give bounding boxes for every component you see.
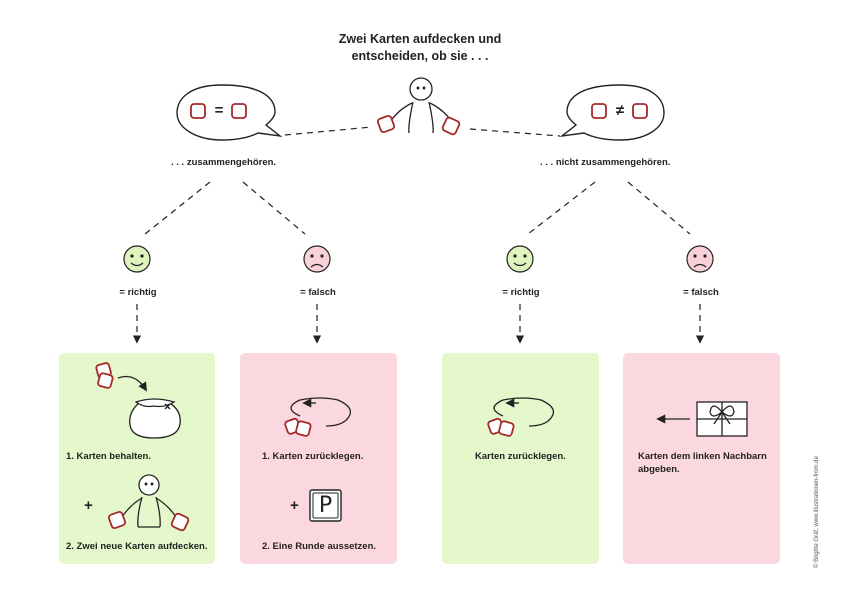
speech-bubble-right-icon [559,84,665,141]
bubble-symbol-equal: = [214,102,224,119]
step-give-cards: Karten dem linken Nachbarn abgeben. [638,451,767,475]
step-return-cards: Karten zurücklegen. [475,451,566,462]
sad-face-icon [303,245,331,273]
card-pair-icon [284,417,312,437]
outcome-label-correct: = richtig [502,287,540,298]
speech-bubble-left-icon [176,84,283,141]
branch-label-no-match: . . . nicht zusammengehören. [540,157,671,168]
outcome-label-wrong: = falsch [683,287,719,298]
sad-face-icon [686,245,714,273]
gift-package-icon [696,401,748,437]
credit-text: © Brigitte Gräf, www.illustrationen-from… [814,456,820,568]
outcome-label-correct: = richtig [119,287,157,298]
outcome-label-wrong: = falsch [300,287,336,298]
bag-icon [129,398,181,439]
held-card-icon [376,114,461,136]
plus-sign: + [290,497,299,514]
person-with-cards-icon [121,474,177,528]
central-person-icon [389,77,453,134]
parking-sign-icon [309,489,342,522]
dashed-connectors [132,126,705,344]
step-return-cards: 1. Karten zurücklegen. [262,451,364,462]
step-reveal-new: 2. Zwei neue Karten aufdecken. [66,541,208,552]
step-skip-round: 2. Eine Runde aussetzen. [262,541,377,552]
card-left-wrong [240,353,397,564]
happy-face-icon [506,245,534,273]
bubble-symbol-not-equal: ≠ [615,102,625,119]
card-pair-icon [95,362,114,389]
plus-sign: + [84,497,93,514]
card-left-correct [59,353,215,564]
card-right-correct [442,353,599,564]
card-right-wrong [623,353,780,564]
happy-face-icon [123,245,151,273]
card-pair-icon [487,417,515,437]
branch-label-match: . . . zusammengehören. [171,157,277,168]
parking-sign-letter: P [318,493,333,518]
page-title: Zwei Karten aufdecken und entscheiden, o… [338,32,502,63]
step-keep-cards: 1. Karten behalten. [66,451,151,462]
